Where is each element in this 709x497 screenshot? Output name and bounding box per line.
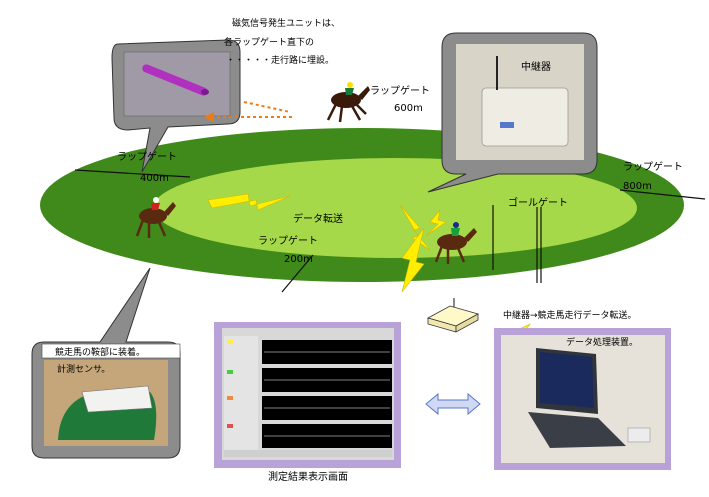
lap-gate-800-label: ラップゲート [623, 161, 683, 173]
racehorse-icon [328, 82, 370, 122]
lap-gate-200-distance: 200m [284, 254, 313, 265]
sensor-mount-caption: 競走馬の鞍部に装着。 [55, 346, 145, 358]
lap-gate-600-label: ラップゲート [370, 85, 430, 97]
lap-gate-800-distance: 800m [623, 181, 652, 192]
result-screen-caption: 測定結果表示画面 [268, 470, 348, 483]
data-processing-label: データ処理装置。 [566, 336, 638, 348]
double-arrow-icon [426, 394, 480, 414]
sensor-name: 計測センサ。 [57, 363, 110, 375]
magnet-note-line-2: 各ラップゲート直下の [224, 36, 314, 48]
lap-gate-400-distance: 400m [140, 173, 169, 184]
lap-gate-200-label: ラップゲート [258, 235, 318, 247]
repeater-callout: 中継器 [428, 33, 597, 192]
lap-gate-400-label: ラップゲート [117, 151, 177, 163]
magnet-note-line-1: 磁気信号発生ユニットは、 [232, 17, 340, 29]
repeater-label: 中継器 [521, 60, 551, 73]
sensor-callout: 競走馬の鞍部に装着。 計測センサ。 [32, 268, 180, 458]
goal-gate-label: ゴールゲート [508, 196, 568, 209]
screen-status-bar [224, 450, 392, 457]
result-screen [214, 322, 401, 468]
data-transfer-label: データ転送 [293, 212, 343, 225]
screen-left-panel [224, 336, 258, 456]
magnet-note-line-3: ・・・・・走行路に埋設。 [226, 54, 334, 66]
repeater-box-icon [428, 298, 478, 332]
repeater-to-pc-label: 中継器→競走馬走行データ転送。 [503, 309, 637, 321]
data-processing-panel: データ処理装置。 [494, 328, 671, 470]
lap-gate-600-distance: 600m [394, 103, 423, 114]
